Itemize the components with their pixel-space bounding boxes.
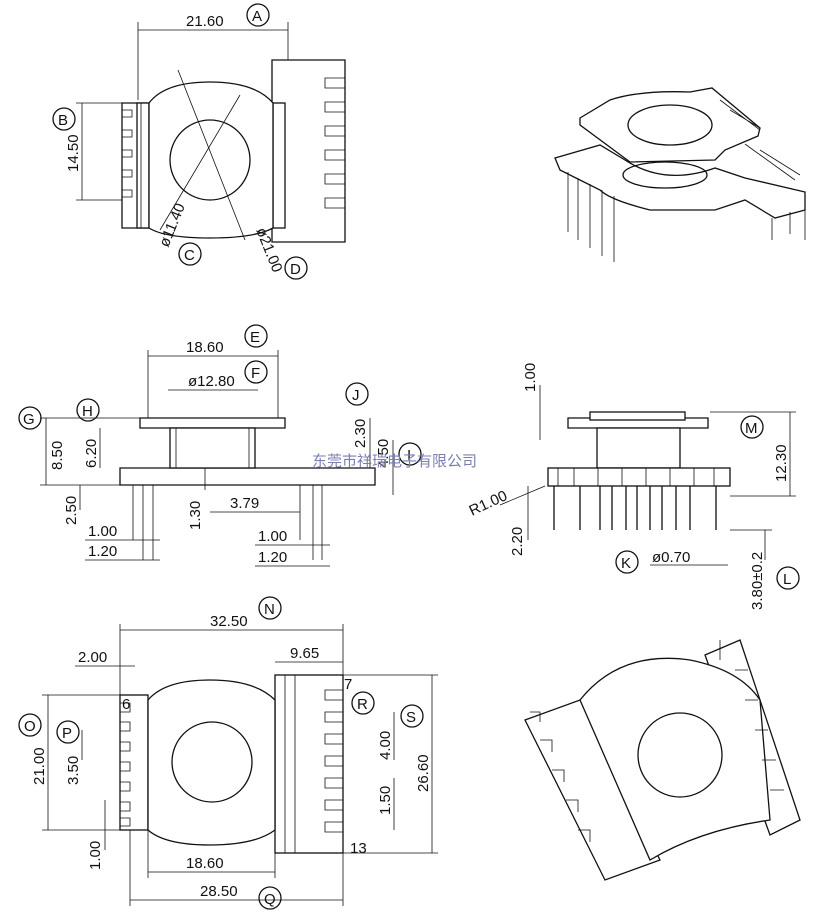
label-r: R — [357, 696, 368, 713]
label-p: P — [62, 725, 72, 742]
dim-21-00-bottom: 21.00 — [31, 747, 48, 785]
dim-4-50: 4.50 — [375, 439, 392, 468]
dim-3-80: 3.80±0.2 — [749, 552, 766, 610]
dim-26-60: 26.60 — [415, 754, 432, 792]
label-l: L — [783, 571, 791, 588]
label-n: N — [264, 601, 275, 618]
dim-side-1-00: 1.00 — [522, 363, 539, 392]
label-c: C — [184, 247, 195, 264]
dim-2-00: 2.00 — [78, 649, 107, 666]
watermark: 东莞市祥瑞电子有限公司 — [312, 453, 477, 470]
dim-14-50: 14.50 — [65, 134, 82, 172]
dim-12-30: 12.30 — [773, 444, 790, 482]
dim-1-00-bottom: 1.00 — [87, 841, 104, 870]
iso-view-bottom — [524, 639, 801, 881]
dim-1-00-right: 1.00 — [258, 528, 287, 545]
dim-32-50: 32.50 — [210, 613, 248, 630]
dim-28-50: 28.50 — [200, 883, 238, 900]
callout-labels: A B C D E F G H J I M K L N O P R S Q — [18, 3, 800, 910]
dim-4-00: 4.00 — [377, 731, 394, 760]
label-o: O — [24, 718, 36, 735]
iso-view-top — [554, 87, 806, 262]
dim-0-70: ø0.70 — [652, 549, 690, 566]
dim-1-50: 1.50 — [377, 786, 394, 815]
dim-18-60-bottom: 18.60 — [186, 855, 224, 872]
dim-9-65: 9.65 — [290, 645, 319, 662]
label-b: B — [58, 112, 68, 129]
label-i: I — [407, 447, 411, 464]
label-a: A — [252, 8, 262, 25]
top-view: 21.60 14.50 ø11.40 ø21.00 — [65, 13, 346, 275]
label-f: F — [251, 365, 260, 382]
label-s: S — [406, 709, 416, 726]
dim-18-60: 18.60 — [186, 339, 224, 356]
label-q: Q — [264, 891, 276, 908]
dim-8-50: 8.50 — [49, 441, 66, 470]
label-m: M — [745, 420, 758, 437]
pin-7: 7 — [344, 676, 352, 693]
dim-1-20-right: 1.20 — [258, 549, 287, 566]
dim-6-20: 6.20 — [83, 439, 100, 468]
label-d: D — [290, 261, 301, 278]
dim-1-20-left: 1.20 — [88, 543, 117, 560]
label-e: E — [250, 329, 260, 346]
dim-3-79: 3.79 — [230, 495, 259, 512]
dim-1-00-left: 1.00 — [88, 523, 117, 540]
dim-1-30: 1.30 — [187, 501, 204, 530]
dim-21-60: 21.60 — [186, 13, 224, 30]
pin-6: 6 — [122, 696, 130, 713]
label-k: K — [621, 555, 631, 572]
dim-12-80: ø12.80 — [188, 373, 235, 390]
dim-3-50: 3.50 — [65, 756, 82, 785]
label-h: H — [82, 403, 93, 420]
front-view: 18.60 ø12.80 2.30 4.50 8.50 6.20 2.50 1.… — [40, 339, 394, 567]
bottom-view: 32.50 9.65 2.00 21.00 3.50 4.00 1.50 26.… — [31, 613, 438, 906]
pin-13: 13 — [350, 840, 367, 857]
dim-21-00: ø21.00 — [252, 225, 285, 275]
dim-2-30: 2.30 — [352, 419, 369, 448]
label-g: G — [23, 411, 35, 428]
side-view: 1.00 12.30 R1.00 2.20 ø0.70 3.80±0.2 — [467, 363, 796, 610]
label-j: J — [352, 387, 360, 404]
dim-2-20: 2.20 — [509, 527, 526, 556]
dim-2-50: 2.50 — [63, 496, 80, 525]
